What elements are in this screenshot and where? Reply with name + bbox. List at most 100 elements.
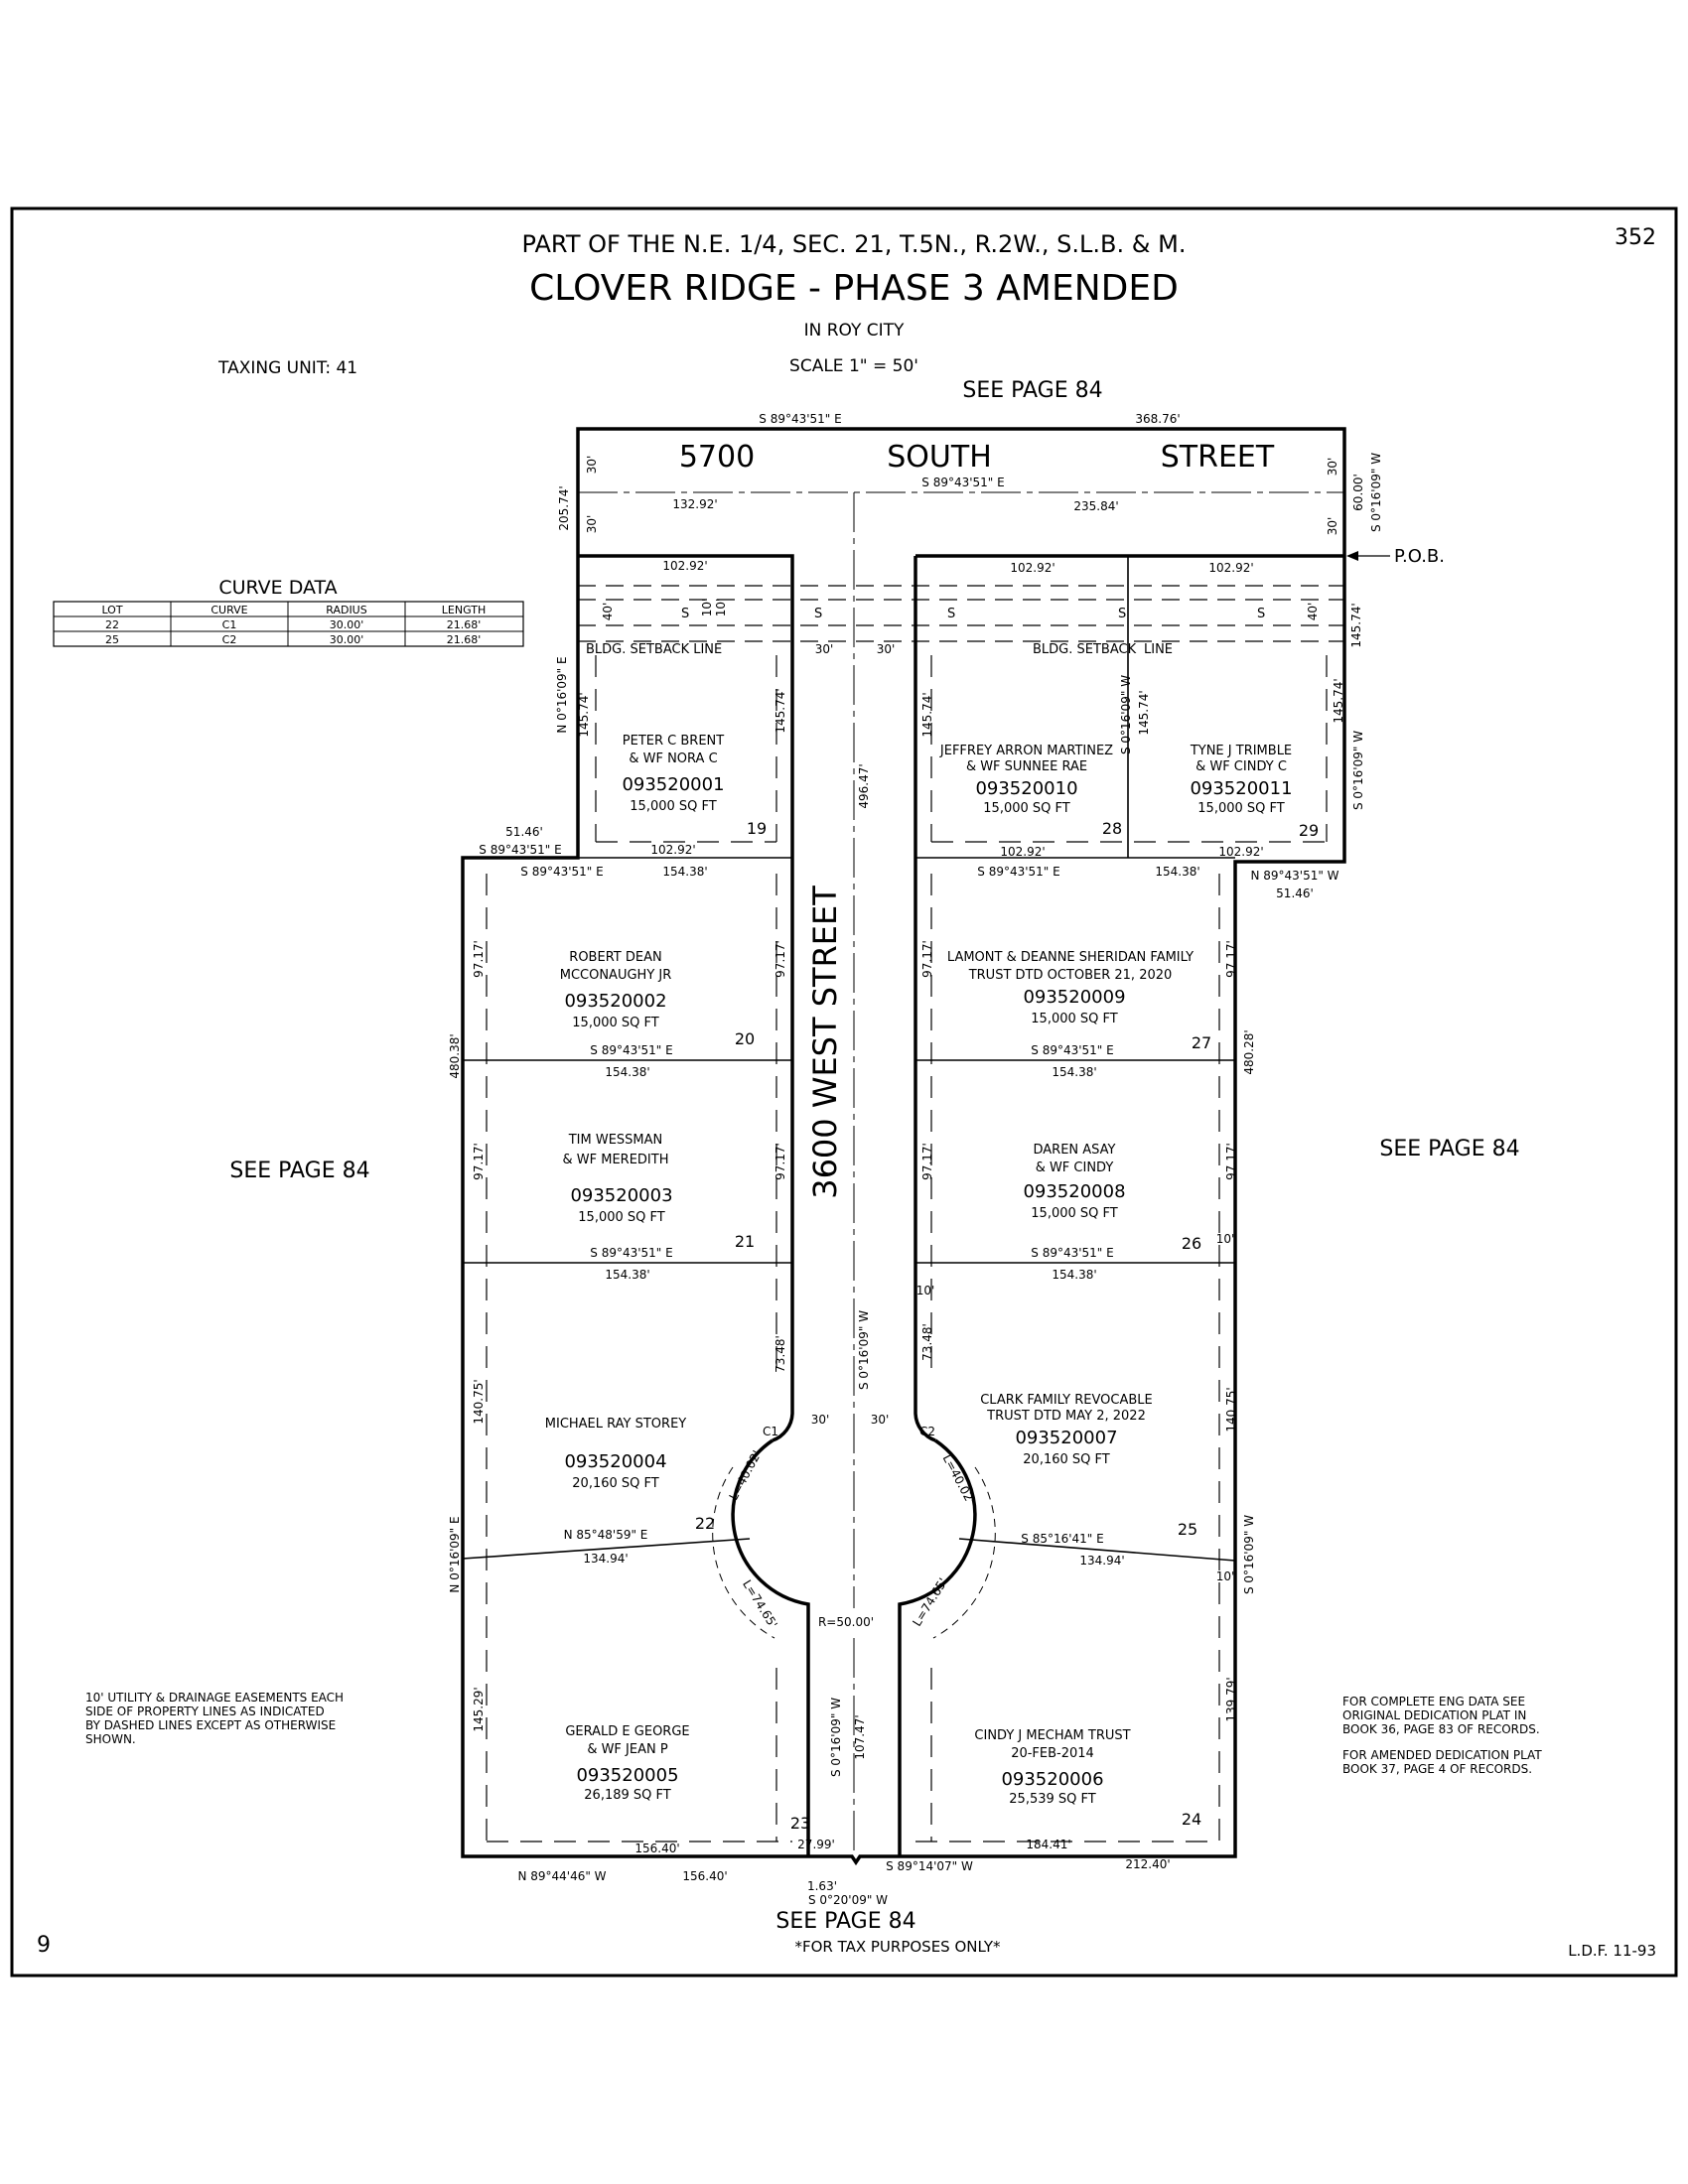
taxing-unit: TAXING UNIT: 41 [217,358,357,378]
dim-30-d: 30' [1326,517,1339,536]
lot-area: 25,539 SQ FT [1009,1792,1095,1807]
lot-owner: MICHAEL RAY STOREY [545,1417,687,1432]
dim-102-a: 102.92' [662,559,707,573]
dim-street-left: 132.92' [672,497,717,511]
sewer-s: S [1118,607,1126,621]
lot-number: 21 [735,1232,755,1251]
dim-east-bearing-c: S 0°16'09" W [1351,731,1365,810]
dim-97-h: 97.17' [1224,1143,1238,1180]
street-street: STREET [1161,440,1275,475]
dim-156-b: 156.40' [682,1869,727,1883]
dim-30-b: 30' [585,515,599,534]
dim-40-a: 40' [601,603,615,621]
dim-154-a: 154.38' [662,865,707,879]
see-page-left: SEE PAGE 84 [229,1159,369,1183]
lot-labels: PETER C BRENT & WF NORA C 093520001 15,0… [545,734,1319,1833]
see-page-right: SEE PAGE 84 [1379,1137,1519,1161]
sewer-s: S [681,607,689,621]
dim-140-r: 140.75' [1224,1387,1238,1432]
tax-purposes-note: *FOR TAX PURPOSES ONLY* [794,1938,1001,1956]
dim-102-c: 102.92' [1208,561,1253,575]
pob-label: P.O.B. [1394,546,1445,567]
dim-10-c: 10' [1216,1232,1235,1246]
lot-parcel: 093520008 [1023,1181,1125,1202]
dim-102-e: 102.92' [1000,845,1045,859]
sewer-s-labels: S S S S S [681,607,1265,621]
dim-r50: R=50.00' [818,1615,874,1629]
dim-bearing-e-21: S 89°43'51" E [590,1043,672,1057]
curve-dimension-arcs [712,1466,996,1639]
dim-10-a: 10' [700,599,714,617]
setback-right-label-a: BLDG. SETBACK [1033,642,1137,657]
lot-area: 26,189 SQ FT [584,1788,670,1803]
dim-l40-a: L=40.02' [727,1448,765,1503]
curve-row2-radius: 30.00' [330,633,364,646]
dim-30-f: 30' [877,642,896,656]
street-centerlines [578,491,1344,1856]
easement-note-line: BY DASHED LINES EXCEPT AS OTHERWISE [85,1718,336,1732]
lot-owner: TIM WESSMAN [568,1133,663,1148]
dim-107: 107.47' [853,1714,867,1759]
lot-parcel: 093520006 [1001,1769,1103,1790]
dim-154-c: 154.38' [605,1065,649,1079]
dim-north-side: 205.74' [557,485,571,530]
lot-area: 15,000 SQ FT [572,1016,658,1030]
amended-line: FOR AMENDED DEDICATION PLAT [1342,1748,1542,1762]
dim-97-e: 97.17' [472,1143,486,1180]
dim-west-n-b: N 0°16'09" E [448,1516,462,1592]
sheet-frame [10,206,1678,1978]
dim-145-d: 145.74' [1137,690,1151,735]
dim-97-b: 97.17' [774,940,787,978]
lot-owner: PETER C BRENT [623,734,724,749]
sewer-s: S [814,607,822,621]
dim-bearing-e-25: S 89°43'51" E [1031,1246,1113,1260]
lot-parcel: 093520004 [564,1451,666,1472]
dim-b020: S 0°20'09" W [808,1893,888,1907]
plat-title: CLOVER RIDGE - PHASE 3 AMENDED [529,268,1179,309]
lot-number: 27 [1192,1033,1211,1052]
lot-number: 19 [747,819,767,838]
dim-east-bearing-25: S 0°16'09" W [1242,1515,1256,1594]
part-of-label: PART OF THE N.E. 1/4, SEC. 21, T.5N., R.… [522,230,1187,258]
dim-30-h: 30' [871,1413,890,1427]
lot-owner: & WF NORA C [629,751,717,766]
dim-140-l: 140.75' [472,1379,486,1424]
lot-area: 20,160 SQ FT [572,1476,658,1491]
dim-bearing-nw: N 89°43'51" W [1250,869,1338,883]
dim-bearing-e-27: S 89°43'51" E [977,865,1059,879]
curve-header-radius: RADIUS [326,604,366,616]
setback-left-label: BLDG. SETBACK LINE [586,642,722,657]
see-page-top: SEE PAGE 84 [962,378,1102,403]
dim-145-c: 145.74' [920,692,934,737]
dim-l74-b: L=74.65' [910,1575,950,1629]
dim-145-b: 145.74' [774,688,787,733]
dim-bottom-w: N 89°44'46" W [517,1869,606,1883]
dim-c1: C1 [763,1425,778,1438]
dim-east-street: 60.00' [1351,474,1365,511]
dim-73-a: 73.48' [774,1335,787,1373]
curve-row2-curve: C2 [222,633,237,646]
lot-area: 15,000 SQ FT [983,801,1069,816]
dim-145b: 145.29' [472,1687,486,1731]
lot-owner: ROBERT DEAN [569,950,661,965]
curve-header-lot: LOT [101,604,122,616]
setback-right-label-b: LINE [1144,642,1173,657]
dim-97-g: 97.17' [920,1143,934,1180]
dim-bearing-e-top: S 89°43'51" E [479,843,561,857]
dim-30-c: 30' [1326,458,1339,477]
lot-area: 15,000 SQ FT [1031,1012,1117,1026]
dim-145-a: 145.74' [577,692,591,737]
dim-40-b: 40' [1306,603,1320,621]
eng-data-note: FOR COMPLETE ENG DATA SEE ORIGINAL DEDIC… [1342,1695,1542,1776]
lot-owner: & WF CINDY [1036,1160,1114,1175]
dim-c2: C2 [919,1425,935,1438]
lot-number: 24 [1182,1810,1201,1829]
lot-number: 20 [735,1029,755,1048]
curve-row1-lot: 22 [105,618,119,631]
lot-owner: DAREN ASAY [1034,1143,1116,1158]
easement-lines [486,655,1328,1843]
eng-data-line: BOOK 36, PAGE 83 OF RECORDS. [1342,1722,1540,1736]
ldf-code: L.D.F. 11-93 [1568,1942,1656,1960]
dim-163: 1.63' [807,1879,837,1893]
